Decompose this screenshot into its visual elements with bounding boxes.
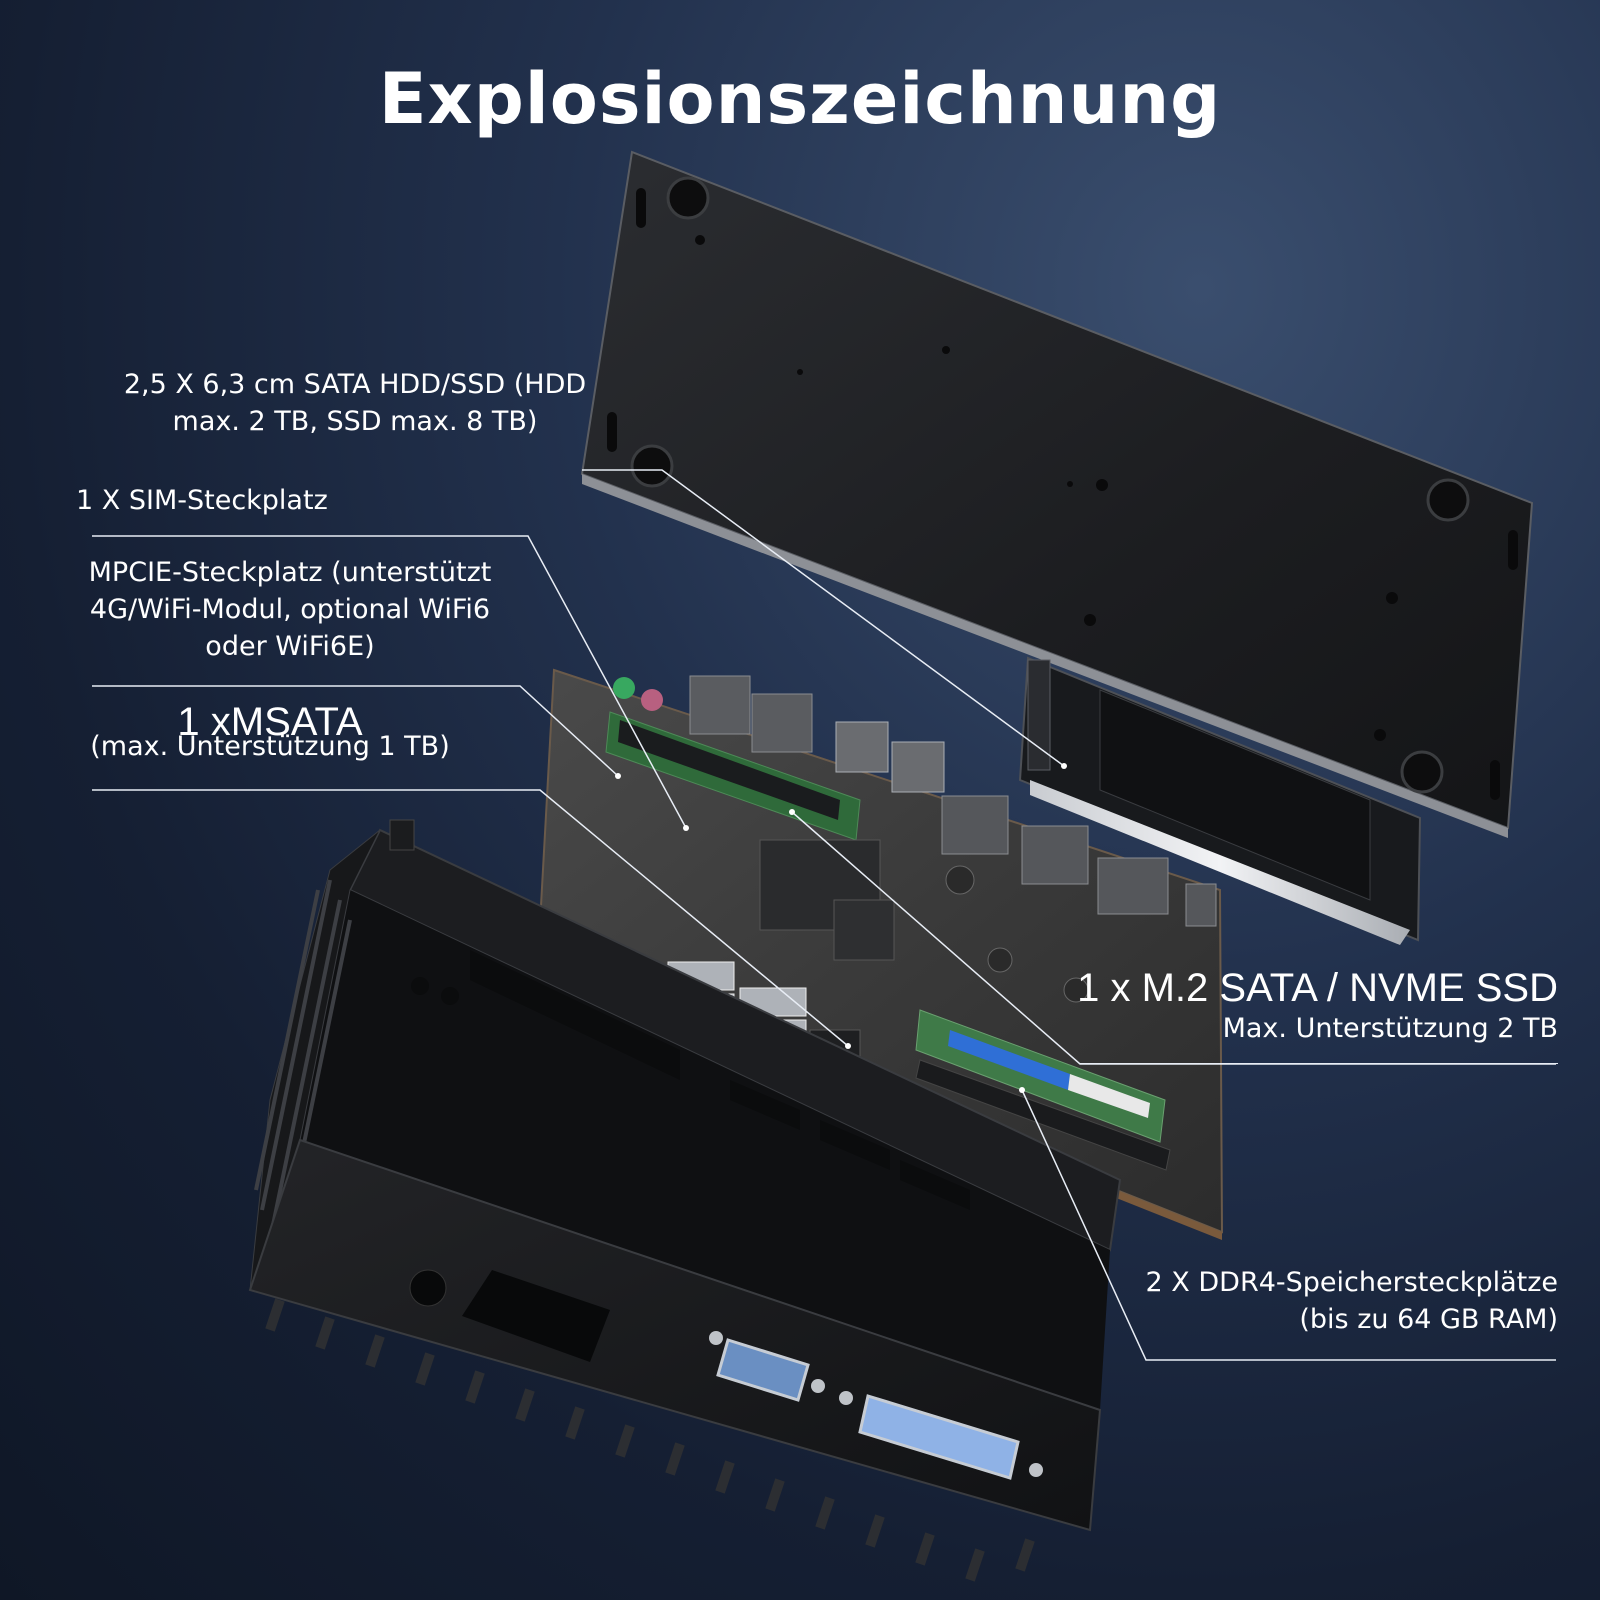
callout-m2-sub: Max. Unterstützung 2 TB	[1222, 1013, 1558, 1044]
audio-jack-pink	[641, 689, 663, 711]
callout-mpcie: MPCIE-Steckplatz (unterstützt 4G/WiFi-Mo…	[66, 554, 514, 665]
callout-sim: 1 X SIM-Steckplatz	[76, 482, 328, 519]
callout-hdd-line-1: 2,5 X 6,3 cm SATA HDD/SSD (HDD	[123, 369, 587, 400]
bottom-cover-plate	[580, 150, 1534, 838]
callout-mpcie-line-2: 4G/WiFi-Modul, optional WiFi6	[89, 594, 491, 625]
rule-m2	[1080, 1063, 1558, 1064]
callout-msata: 1 xMSATA (max. Unterstützung 1 TB)	[80, 702, 460, 765]
callout-ddr4-line-2: (bis zu 64 GB RAM)	[1299, 1304, 1558, 1335]
leader-hdd	[582, 469, 1065, 767]
leader-sim	[92, 535, 687, 829]
callout-hdd: 2,5 X 6,3 cm SATA HDD/SSD (HDD max. 2 TB…	[110, 366, 600, 440]
ram-slot	[915, 1059, 1171, 1171]
rubber-foot	[666, 176, 710, 220]
antenna-connector	[389, 819, 415, 851]
parallel-port	[858, 1394, 1020, 1480]
callout-msata-sub: (max. Unterstützung 1 TB)	[90, 731, 450, 762]
callout-m2: 1 x M.2 SATA / NVME SSD Max. Unterstützu…	[1000, 966, 1558, 1047]
hdmi-port	[1097, 857, 1169, 915]
power-button-hole	[409, 1269, 447, 1307]
hdmi-port	[1185, 883, 1217, 927]
serial-port	[716, 1338, 810, 1402]
rubber-foot	[1426, 478, 1470, 522]
lan-port	[751, 693, 813, 753]
rubber-foot	[1400, 750, 1444, 794]
leader-lines	[92, 469, 1556, 1361]
lan-port	[1021, 825, 1089, 885]
rubber-foot	[630, 444, 674, 488]
leader-ddr4	[1021, 1089, 1556, 1361]
fanless-chassis	[248, 819, 1122, 1582]
callout-msata-heading: 1 xMSATA	[177, 700, 363, 744]
lan-port	[941, 795, 1009, 855]
callout-m2-heading: 1 x M.2 SATA / NVME SSD	[1077, 966, 1558, 1010]
callout-mpcie-line-1: MPCIE-Steckplatz (unterstützt	[88, 557, 492, 588]
callout-ddr4: 2 X DDR4-Speichersteckplätze (bis zu 64 …	[1058, 1264, 1558, 1338]
callout-mpcie-line-3: oder WiFi6E)	[205, 631, 375, 662]
usb-port	[891, 741, 945, 793]
leader-m2	[791, 811, 1556, 1065]
hdd-bracket	[1018, 656, 1422, 945]
callout-sim-line-1: 1 X SIM-Steckplatz	[76, 485, 328, 516]
page-title: Explosionszeichnung	[378, 58, 1222, 140]
audio-jack-green	[613, 677, 635, 699]
usb-port	[835, 721, 889, 773]
leader-msata	[92, 789, 849, 1047]
lan-port	[689, 675, 751, 735]
callout-hdd-line-2: max. 2 TB, SSD max. 8 TB)	[172, 406, 538, 437]
front-opening	[462, 1270, 610, 1362]
chip	[833, 899, 895, 961]
heatsink-fins	[265, 1298, 1035, 1582]
callout-ddr4-line-1: 2 X DDR4-Speichersteckplätze	[1145, 1267, 1558, 1298]
leader-mpcie	[92, 685, 619, 777]
